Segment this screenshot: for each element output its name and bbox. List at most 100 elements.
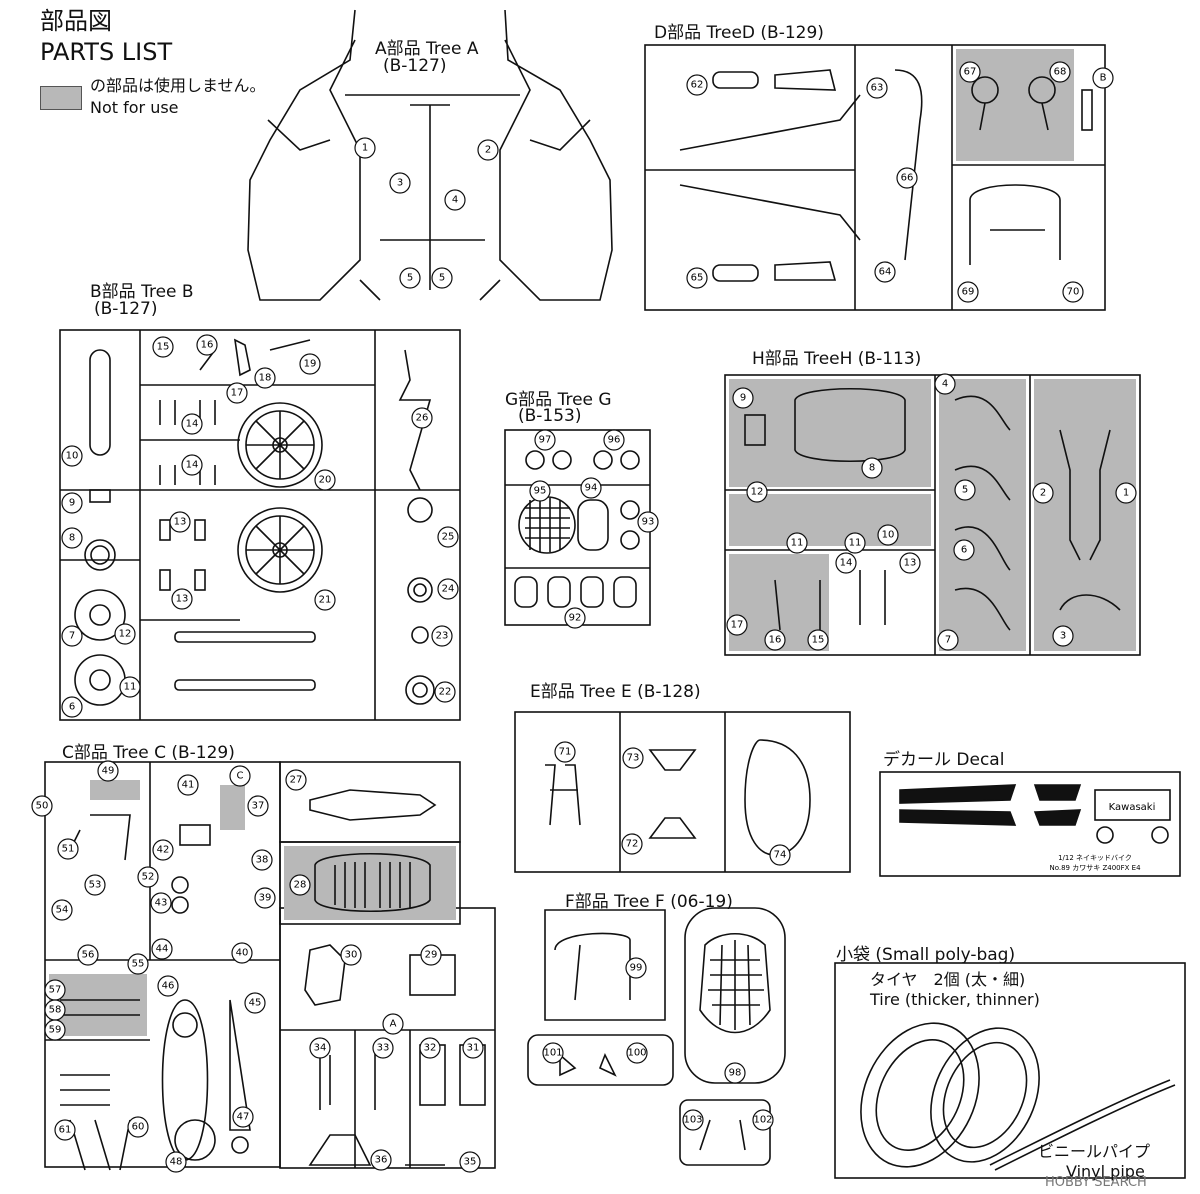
- svg-text:9: 9: [69, 498, 75, 509]
- part-number-c-45: 45: [244, 992, 266, 1014]
- svg-text:47: 47: [237, 1112, 250, 1123]
- svg-text:5: 5: [407, 273, 413, 284]
- svg-text:103: 103: [683, 1115, 702, 1126]
- part-number-b-9: 9: [61, 492, 83, 514]
- svg-text:52: 52: [142, 872, 155, 883]
- svg-text:13: 13: [904, 558, 917, 569]
- tree-e-code: (B-128): [637, 682, 701, 702]
- part-number-c-46: 46: [157, 975, 179, 997]
- part-number-c-36: 36: [370, 1149, 392, 1171]
- svg-text:56: 56: [82, 950, 95, 961]
- svg-text:50: 50: [36, 801, 49, 812]
- part-number-b-20: 20: [314, 469, 336, 491]
- part-number-a-3: 3: [389, 172, 411, 194]
- marker-c-text: C: [237, 771, 244, 782]
- part-number-c-55: 55: [127, 953, 149, 975]
- legend-text-ja: の部品は使用しません。: [90, 76, 266, 95]
- part-number-c-49: 49: [97, 760, 119, 782]
- part-number-c-40: 40: [231, 942, 253, 964]
- polybag-bag: [834, 962, 1186, 1179]
- part-number-b-10: 10: [61, 445, 83, 467]
- part-number-f-100: 100: [626, 1042, 648, 1064]
- part-number-b-16: 16: [196, 334, 218, 356]
- part-number-g-92: 92: [564, 607, 586, 629]
- svg-text:16: 16: [769, 635, 782, 646]
- svg-text:18: 18: [259, 373, 272, 384]
- part-number-h-2: 2: [1032, 482, 1054, 504]
- part-number-c-48: 48: [165, 1151, 187, 1173]
- part-number-h-15: 15: [807, 629, 829, 651]
- svg-text:21: 21: [319, 595, 332, 606]
- svg-text:14: 14: [840, 558, 853, 569]
- part-number-h-13: 13: [899, 552, 921, 574]
- svg-text:17: 17: [231, 388, 244, 399]
- svg-text:11: 11: [124, 682, 137, 693]
- polybag-label: 小袋 (Small poly-bag): [836, 945, 1016, 965]
- marker-a-text: A: [390, 1019, 397, 1030]
- part-number-d-69: 69: [957, 281, 979, 303]
- svg-text:96: 96: [608, 435, 621, 446]
- svg-text:98: 98: [729, 1068, 742, 1079]
- part-number-c-59: 59: [44, 1019, 66, 1041]
- part-number-c-56: 56: [77, 944, 99, 966]
- svg-text:11: 11: [849, 538, 862, 549]
- marker-b-d: B: [1092, 67, 1114, 89]
- part-number-a-5: 5: [399, 267, 421, 289]
- part-number-b-7: 7: [61, 625, 83, 647]
- part-number-c-61: 61: [54, 1119, 76, 1141]
- tree-f-label: F部品 Tree F (06-19): [565, 887, 733, 912]
- decal-label: デカール Decal: [883, 750, 1005, 770]
- pipe-label-ja: ビニールパイプ: [1038, 1142, 1151, 1161]
- svg-text:68: 68: [1054, 67, 1067, 78]
- part-number-c-50: 50: [31, 795, 53, 817]
- part-number-c-27: 27: [285, 769, 307, 791]
- part-number-d-63: 63: [866, 77, 888, 99]
- svg-text:2: 2: [1040, 488, 1046, 499]
- svg-text:15: 15: [157, 342, 170, 353]
- part-number-a-5: 5: [431, 267, 453, 289]
- tree-h-name: H部品 TreeH: [752, 349, 853, 369]
- tree-b-label: B部品 Tree B: [90, 282, 194, 302]
- tree-f-name: F部品 Tree F: [565, 892, 665, 912]
- part-number-d-62: 62: [686, 74, 708, 96]
- svg-text:32: 32: [424, 1043, 437, 1054]
- tree-h-code: (B-113): [857, 349, 922, 369]
- decal-sheet: [879, 771, 1181, 877]
- part-number-c-60: 60: [127, 1116, 149, 1138]
- svg-text:53: 53: [89, 880, 102, 891]
- part-number-h-10: 10: [877, 524, 899, 546]
- svg-text:25: 25: [442, 532, 455, 543]
- svg-text:43: 43: [155, 898, 168, 909]
- svg-text:36: 36: [375, 1155, 388, 1166]
- svg-text:5: 5: [439, 273, 445, 284]
- part-number-h-8: 8: [861, 457, 883, 479]
- tree-d-code: (B-129): [760, 23, 824, 43]
- svg-text:95: 95: [534, 486, 547, 497]
- svg-text:93: 93: [642, 517, 655, 528]
- part-number-h-12: 12: [746, 481, 768, 503]
- part-number-d-66: 66: [896, 167, 918, 189]
- svg-text:44: 44: [156, 944, 169, 955]
- svg-text:9: 9: [740, 393, 746, 404]
- tree-h-frame: [724, 374, 1141, 656]
- svg-text:12: 12: [119, 629, 132, 640]
- tree-h-parts: [744, 387, 1121, 631]
- tree-f-code: (06-19): [670, 892, 733, 912]
- part-number-b-22: 22: [434, 681, 456, 703]
- svg-text:42: 42: [157, 845, 170, 856]
- part-number-c-33: 33: [372, 1037, 394, 1059]
- part-number-c-41: 41: [177, 774, 199, 796]
- decal-footer-line: No.89 カワサキ Z400FX E4: [1049, 864, 1141, 872]
- svg-text:15: 15: [812, 635, 825, 646]
- svg-text:3: 3: [1060, 631, 1066, 642]
- part-number-b-15: 15: [152, 336, 174, 358]
- decal-footer-line: 1/12 ネイキッドバイク: [1058, 854, 1132, 862]
- tree-a-frame: [247, 9, 613, 301]
- part-number-c-52: 52: [137, 866, 159, 888]
- tree-c-code: (B-129): [171, 743, 235, 763]
- part-number-h-11: 11: [844, 532, 866, 554]
- part-number-c-32: 32: [419, 1037, 441, 1059]
- svg-text:14: 14: [186, 419, 199, 430]
